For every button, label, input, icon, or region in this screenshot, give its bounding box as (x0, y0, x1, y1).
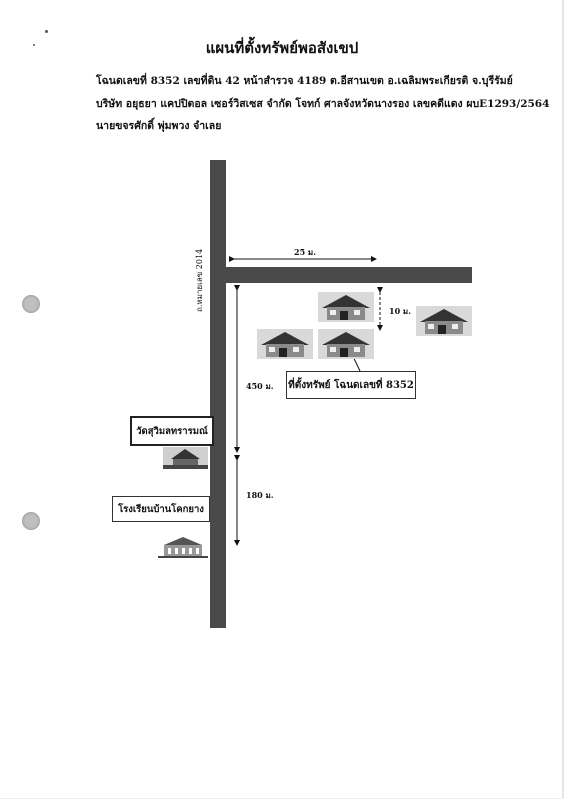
property-label: ที่ตั้งทรัพย์ โฉนดเลขที่ 8352 (286, 371, 416, 399)
case-line: บริษัท อยุธยา แคปปิตอล เซอร์วิสเซส จำกัด… (96, 98, 550, 110)
defendant-line: นายขจรศักดิ์ พุ่มพวง จำเลย (96, 120, 222, 132)
temple-label: วัดสุวิมลทรารมณ์ (130, 416, 214, 446)
scan-speck (33, 44, 35, 46)
scan-speck (45, 30, 48, 33)
deed-line: โฉนดเลขที่ 8352 เลขที่ดิน 42 หน้าสำรวจ 4… (96, 75, 513, 87)
house-icon (318, 329, 374, 359)
house-icon (416, 306, 472, 336)
school-label: โรงเรียนบ้านโคกยาง (112, 496, 210, 522)
main-road (210, 160, 226, 628)
page-title: แผนที่ตั้งทรัพย์พอสังเขป (205, 39, 359, 57)
house-icon (318, 292, 374, 322)
dim-25m: 25 ม. (294, 247, 316, 257)
dim-10m: 10 ม. (389, 306, 411, 316)
punch-hole-top (22, 295, 40, 313)
road-label: ถ.หมายเลข 2014 (195, 248, 204, 312)
dim-450m: 450 ม. (246, 381, 274, 391)
punch-hole-bottom (22, 512, 40, 530)
side-road (210, 267, 472, 283)
dim-180m: 180 ม. (246, 490, 274, 500)
house-icon (257, 329, 313, 359)
school-icon (158, 536, 208, 558)
temple-icon (163, 447, 208, 469)
